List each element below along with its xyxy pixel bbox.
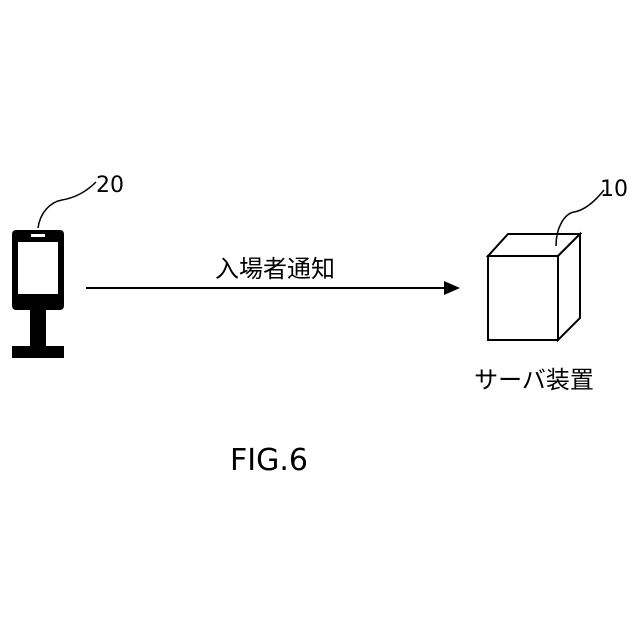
notification-arrow xyxy=(86,281,460,295)
terminal-reference-number: 20 xyxy=(96,173,124,198)
kiosk-terminal-icon xyxy=(12,230,64,358)
terminal-leader-line xyxy=(38,182,96,228)
server-label: サーバ装置 xyxy=(474,366,594,394)
server-box-icon xyxy=(488,234,580,340)
arrow-label: 入場者通知 xyxy=(215,255,335,283)
server-reference-number: 10 xyxy=(600,177,628,202)
figure-caption: FIG.6 xyxy=(230,443,308,478)
